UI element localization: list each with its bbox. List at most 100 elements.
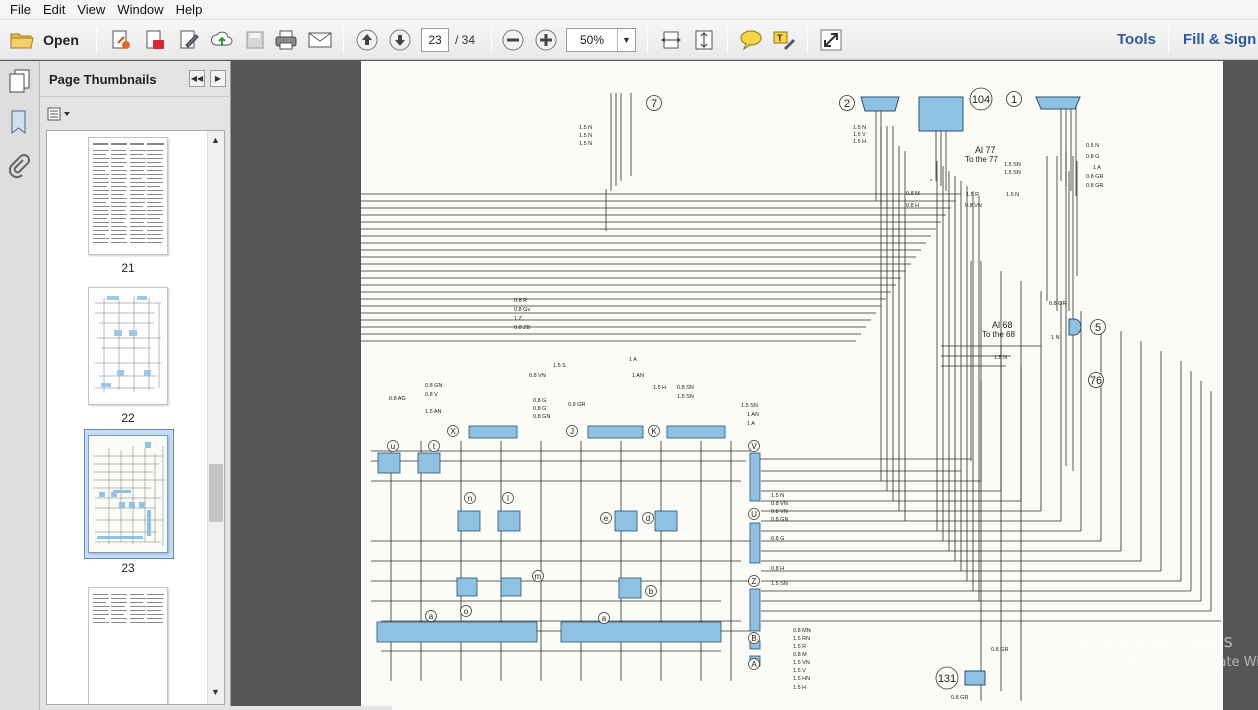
scroll-down-icon[interactable]: ▼ [211, 687, 220, 697]
wire-label: 1 A [1093, 165, 1101, 171]
open-label: Open [43, 32, 79, 48]
wire-bundle [361, 93, 1221, 701]
expand-panel-button[interactable]: ▶ [210, 70, 226, 87]
arrow-up-circle-icon [354, 27, 380, 53]
scroll-thumb[interactable] [209, 464, 223, 522]
wire-label: 0.8 VN [965, 203, 982, 209]
wire-label: 0.8 GN [771, 517, 788, 523]
edit-pdf-icon [176, 27, 202, 53]
thumbnails-list[interactable]: ▲ ▼ [46, 130, 225, 705]
open-button[interactable]: Open [8, 25, 80, 55]
zoom-select[interactable]: 50% ▼ [566, 28, 636, 52]
print-button[interactable] [272, 25, 300, 55]
wire-label: 0.8 AG [389, 396, 406, 402]
svg-text:7: 7 [651, 98, 657, 110]
connector-b: b [618, 577, 657, 599]
wire-label: 1.5 N [994, 355, 1007, 361]
fullscreen-button[interactable] [817, 25, 845, 55]
menu-help[interactable]: Help [175, 1, 203, 17]
plus-circle-icon [533, 27, 559, 53]
folder-icon [9, 27, 35, 53]
export-pdf-icon [142, 27, 168, 53]
svg-text:To the 77: To the 77 [965, 155, 998, 164]
wire-label: 1.5 V [853, 132, 866, 138]
print-icon [273, 27, 299, 53]
wire-label: 0.8 Gv [514, 307, 530, 313]
menu-edit[interactable]: Edit [42, 1, 66, 17]
svg-text:u: u [391, 442, 395, 451]
svg-text:5: 5 [1095, 322, 1101, 334]
highlight-button[interactable]: T [770, 25, 798, 55]
cloud-upload-icon [209, 27, 235, 53]
thumbnail-label-21: 21 [121, 261, 135, 275]
menu-file[interactable]: File [10, 1, 31, 17]
wire-label: 1 Z [514, 316, 523, 322]
wire-label: 1.5 H [853, 139, 866, 145]
thumbnail-page-23[interactable] [88, 435, 168, 553]
scroll-up-icon[interactable]: ▲ [211, 135, 220, 145]
menu-bar: File Edit View Window Help [0, 0, 1258, 20]
connector-d: d [642, 510, 678, 532]
connector-A: A [748, 655, 761, 670]
thumbnail-page-22[interactable] [88, 287, 168, 405]
comment-button[interactable] [737, 25, 765, 55]
thumbnail-page-21[interactable] [88, 137, 168, 255]
thumbnails-title: Page Thumbnails [49, 72, 157, 87]
svg-text:m: m [535, 572, 542, 581]
zoom-in-button[interactable] [532, 25, 560, 55]
wire-label: 1.5 N [579, 125, 592, 131]
connector-a: a [376, 610, 538, 643]
wire-label: 1 N [1051, 335, 1060, 341]
save-button[interactable] [241, 25, 269, 55]
svg-text:76: 76 [1090, 375, 1102, 387]
next-page-button[interactable] [386, 25, 414, 55]
wire-label: 0.8 G [533, 398, 546, 404]
wire-label: 0.8 G [533, 406, 546, 412]
email-button[interactable] [306, 25, 334, 55]
bookmarks-icon[interactable] [9, 109, 29, 138]
svg-text:To the 68: To the 68 [982, 330, 1015, 339]
svg-text:U: U [751, 510, 757, 519]
wire-label: 0.8 ZB [514, 325, 531, 331]
svg-text:Al 68: Al 68 [992, 320, 1013, 330]
wire-label: 0.8 SN [677, 385, 694, 391]
wire-label: 1.5 VN [793, 660, 810, 666]
menu-window[interactable]: Window [117, 1, 164, 17]
tools-button[interactable]: Tools [1117, 31, 1156, 48]
connector-Z: Z [748, 575, 761, 632]
fit-page-button[interactable] [690, 25, 718, 55]
fit-width-button[interactable] [657, 25, 685, 55]
attachments-icon[interactable] [8, 153, 30, 182]
collapse-panel-button[interactable]: ◀◀ [189, 70, 205, 87]
svg-text:a: a [602, 614, 607, 623]
connector-l: l [497, 492, 521, 532]
menu-view[interactable]: View [77, 1, 106, 17]
thumbnails-scrollbar[interactable]: ▲ ▼ [207, 131, 224, 704]
thumbnail-label-22: 22 [121, 411, 135, 425]
previous-page-button[interactable] [353, 25, 381, 55]
page-number-input[interactable]: 23 [421, 28, 449, 52]
svg-text:e: e [604, 514, 609, 523]
edit-pdf-button[interactable] [175, 25, 203, 55]
thumbnail-options-button[interactable] [47, 106, 73, 125]
horizontal-scrollbar[interactable] [46, 706, 392, 710]
chevron-down-icon[interactable]: ▼ [617, 29, 635, 51]
thumbnail-page-24[interactable] [88, 587, 168, 704]
zoom-out-button[interactable] [499, 25, 527, 55]
page-thumbnails-icon[interactable] [7, 68, 31, 97]
svg-text:n: n [468, 494, 472, 503]
wire-label: 0.8 MN [793, 628, 811, 634]
connector-V: V [748, 440, 761, 502]
wire-label: 1.5 N [579, 141, 592, 147]
create-pdf-button[interactable] [107, 25, 135, 55]
svg-text:K: K [651, 427, 657, 436]
wire-label: 1.5 V [793, 668, 806, 674]
upload-button[interactable] [208, 25, 236, 55]
export-pdf-button[interactable] [141, 25, 169, 55]
wire-label: 0.8 G [771, 536, 784, 542]
fill-sign-button[interactable]: Fill & Sign [1183, 31, 1257, 48]
wire-label: 0.8 M [793, 652, 807, 658]
